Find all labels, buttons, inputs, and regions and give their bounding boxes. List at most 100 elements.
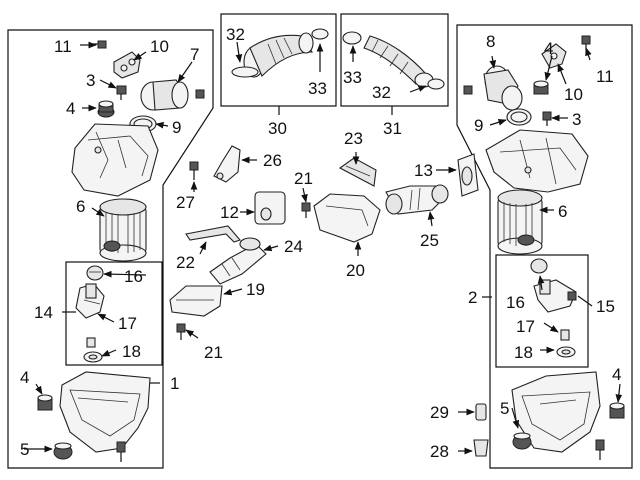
callout-4-bottom-right: 4 <box>612 365 621 384</box>
bolt-3-left <box>116 85 127 100</box>
callout-28: 28 <box>430 442 449 461</box>
grommet-4-top-right <box>533 80 549 95</box>
spacer-17-right <box>560 329 570 341</box>
maf-housing-8 <box>463 65 523 111</box>
sensor-10-left <box>113 51 141 79</box>
callout-18-left: 18 <box>122 342 141 361</box>
callout-15: 15 <box>596 297 615 316</box>
left-assembly-frame <box>7 29 214 469</box>
seal-22 <box>185 225 241 243</box>
resonator-12 <box>254 191 286 225</box>
bracket-26 <box>213 145 241 183</box>
hose-31 <box>342 31 445 90</box>
valve-14 <box>75 283 105 319</box>
callout-4-top-left: 4 <box>66 99 75 118</box>
callout-5-right: 5 <box>500 399 509 418</box>
duct-24 <box>209 237 267 285</box>
callout-3-right: 3 <box>572 110 581 129</box>
bolt-bottom-left <box>116 441 126 462</box>
bolt-21-upper <box>301 202 311 218</box>
callout-10-left: 10 <box>150 37 169 56</box>
valve-15 <box>533 279 577 313</box>
callout-25: 25 <box>420 231 439 250</box>
callout-4-bottom-left: 4 <box>20 368 29 387</box>
duct-25 <box>385 184 449 215</box>
grommet-4-bottom-right <box>609 402 625 419</box>
group-31-box <box>340 13 449 107</box>
air-cleaner-housing-left <box>59 371 151 453</box>
callout-24: 24 <box>284 237 303 256</box>
air-cleaner-cover-left <box>71 123 159 197</box>
bolt-27 <box>189 161 199 180</box>
callout-17-right: 17 <box>516 317 535 336</box>
bolt-3-right <box>542 111 552 126</box>
screw-11-right <box>581 35 591 50</box>
group-14-box <box>65 261 163 366</box>
callout-17-left: 17 <box>118 314 137 333</box>
bolt-bottom-right <box>595 439 605 460</box>
callout-6-right: 6 <box>558 202 567 221</box>
duct-20 <box>313 193 381 243</box>
callout-numbers: 11 10 7 3 4 9 6 16 14 17 18 4 1 5 32 33 … <box>20 25 621 461</box>
callout-21-lower: 21 <box>204 343 223 362</box>
callout-11-right: 11 <box>596 67 614 86</box>
callout-6-left: 6 <box>76 197 85 216</box>
callout-22: 22 <box>176 253 195 272</box>
duct-30 <box>231 28 329 78</box>
callout-19: 19 <box>246 280 265 299</box>
filter-element-6-right <box>497 189 543 255</box>
callout-7: 7 <box>190 45 199 64</box>
grommet-5-left <box>53 442 73 460</box>
spacer-17-left <box>86 337 96 348</box>
grommet-4-top-left <box>97 100 115 118</box>
grommet-4-bottom-left <box>37 394 53 411</box>
leader-lines <box>24 41 623 455</box>
gasket-13 <box>457 153 479 197</box>
callout-18-right: 18 <box>514 343 533 362</box>
cap-16-left <box>86 265 104 281</box>
tray-19 <box>169 285 223 317</box>
sensor-10-right <box>541 43 567 69</box>
callout-3-left: 3 <box>86 71 95 90</box>
callout-8: 8 <box>486 32 495 51</box>
callout-29: 29 <box>430 403 449 422</box>
callout-33-left: 33 <box>308 79 327 98</box>
callout-13: 13 <box>414 161 433 180</box>
grommet-18-left <box>83 351 103 363</box>
air-cleaner-cover-right <box>485 129 589 193</box>
callout-4-top-right: 4 <box>544 39 553 58</box>
callout-23: 23 <box>344 129 363 148</box>
callout-14: 14 <box>34 303 53 322</box>
callout-10-right: 10 <box>564 85 583 104</box>
callout-32-left: 32 <box>226 25 245 44</box>
callout-16-right: 16 <box>506 293 525 312</box>
callout-16-left: 16 <box>124 267 143 286</box>
callout-26: 26 <box>263 151 282 170</box>
callout-5-left: 5 <box>20 440 29 459</box>
grommet-5-right <box>512 432 532 450</box>
callout-9-left: 9 <box>172 118 181 137</box>
panel-23 <box>338 157 377 187</box>
callout-2: 2 <box>468 288 477 307</box>
callout-1: 1 <box>170 374 179 393</box>
air-cleaner-housing-right <box>511 371 601 453</box>
maf-housing-7 <box>140 79 205 111</box>
callout-33-right: 33 <box>343 68 362 87</box>
callout-27: 27 <box>176 193 195 212</box>
cap-16-right <box>530 258 548 274</box>
right-assembly-frame <box>456 24 633 469</box>
grommet-18-right <box>556 346 576 358</box>
callout-30: 30 <box>268 119 287 138</box>
bolt-21-lower <box>176 323 186 340</box>
fastener-28 <box>473 439 489 457</box>
callout-9-right: 9 <box>474 116 483 135</box>
callout-11-left: 11 <box>54 37 72 56</box>
callout-21-upper: 21 <box>294 169 313 188</box>
group-15-box <box>495 254 589 368</box>
callout-32-right: 32 <box>372 83 391 102</box>
fastener-29 <box>475 403 487 421</box>
filter-element-6-left <box>99 198 147 262</box>
callout-20: 20 <box>346 261 365 280</box>
callout-12: 12 <box>220 203 239 222</box>
